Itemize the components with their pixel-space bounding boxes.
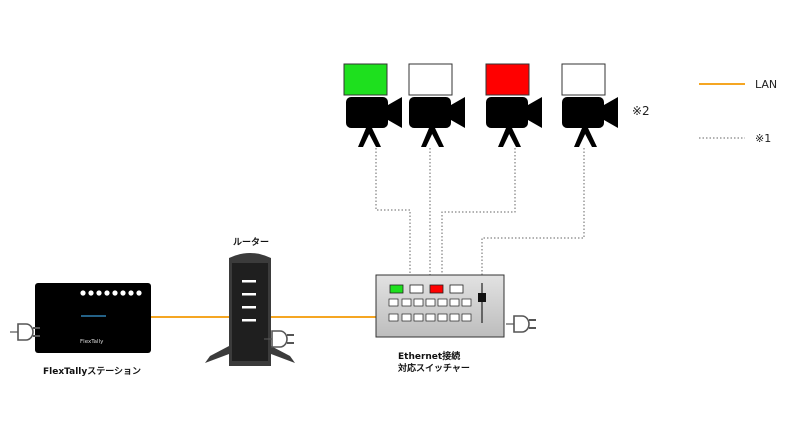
router: ルーター <box>205 236 295 366</box>
station-caption: FlexTallyステーション <box>43 366 141 377</box>
power-plug-icon <box>10 323 40 341</box>
tally-lamp-2 <box>408 63 453 96</box>
camera-3 <box>485 63 542 147</box>
switcher-button-4 <box>449 284 464 294</box>
tally-links <box>375 148 585 275</box>
switcher-button-3 <box>429 284 444 294</box>
switcher-button-1 <box>389 284 404 294</box>
router-caption: ルーター <box>233 236 269 248</box>
switcher-caption-line1: Ethernet接続 <box>398 350 460 362</box>
video-camera-icon <box>562 97 618 147</box>
camera-1 <box>343 63 402 147</box>
switcher-button-2 <box>409 284 424 294</box>
tally-lamp-4 <box>561 63 606 96</box>
tally-lamp-3 <box>485 63 530 96</box>
video-camera-icon <box>409 97 465 147</box>
switcher-top-buttons <box>389 284 464 294</box>
legend: LAN ※1 <box>699 78 777 145</box>
power-plug-icon <box>506 315 536 333</box>
t-bar-fader <box>478 283 486 323</box>
power-plug-icon <box>264 330 294 348</box>
tally-link-1 <box>375 148 411 275</box>
tally-link-3 <box>441 148 516 275</box>
camera-note: ※2 <box>632 104 650 118</box>
video-camera-icon <box>486 97 542 147</box>
led-row <box>80 290 142 296</box>
camera-2 <box>408 63 465 147</box>
legend-lan-label: LAN <box>755 78 777 91</box>
switcher: Ethernet接続 対応スイッチャー <box>375 274 505 374</box>
legend-dotted-label: ※1 <box>755 132 771 145</box>
tally-link-4 <box>481 148 585 275</box>
station-screen-text: FlexTally <box>80 339 104 345</box>
tally-lamp-1 <box>343 63 388 96</box>
video-camera-icon <box>346 97 402 147</box>
camera-4 <box>561 63 618 147</box>
switcher-button-grid <box>388 298 472 322</box>
flextally-station: FlexTally FlexTallyステーション <box>35 283 151 377</box>
camera-row: ※2 <box>343 63 650 147</box>
router-slots <box>242 280 256 322</box>
switcher-caption-line2: 対応スイッチャー <box>397 362 470 374</box>
